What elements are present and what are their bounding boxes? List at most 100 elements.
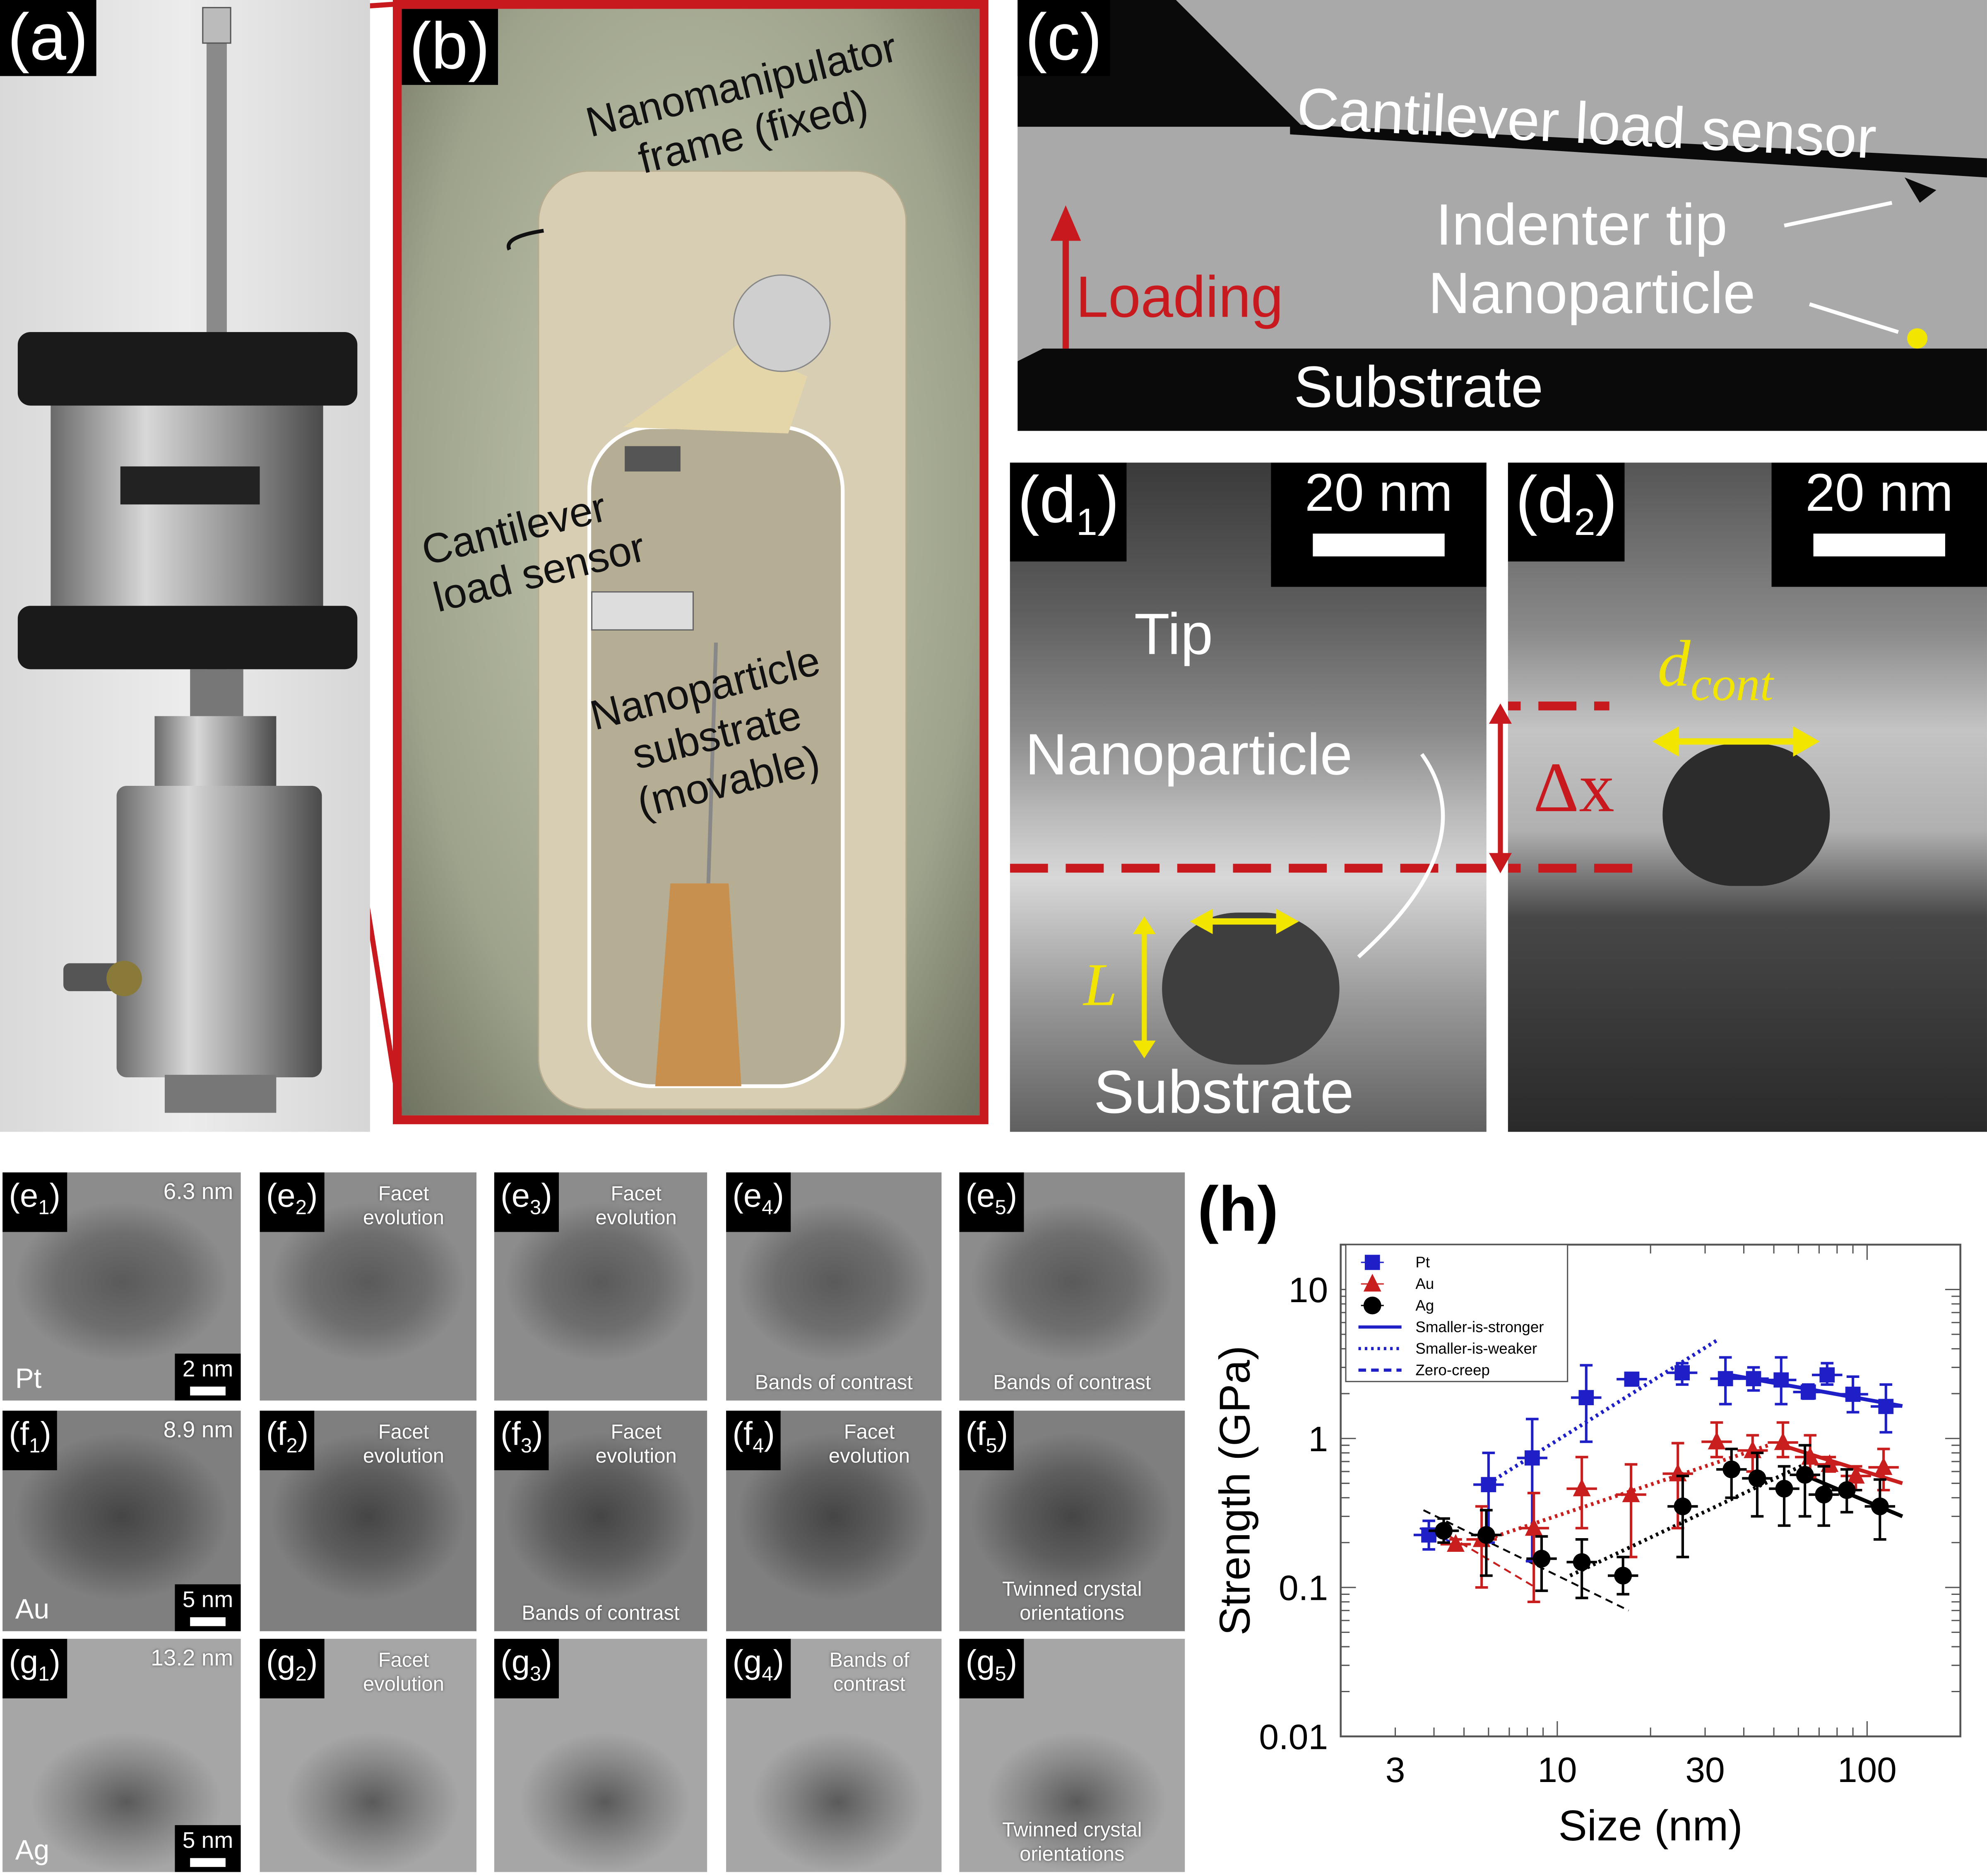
data-point-au [1525, 1518, 1543, 1536]
nanomanipulator-frame-illustration [507, 170, 907, 1110]
dcont-symbol: d [1657, 629, 1691, 701]
label-letter: g [277, 1642, 296, 1681]
scale-bar: 5 nm [175, 1584, 241, 1631]
panel-label-f4: (f4) [726, 1411, 782, 1470]
data-point-ag [1815, 1486, 1833, 1504]
element-label: Pt [15, 1362, 42, 1394]
data-point-pt [1878, 1399, 1894, 1414]
tip-label: Tip [1134, 601, 1213, 667]
nanoparticle-label: Nanoparticle [1025, 721, 1353, 787]
data-point-ag [1674, 1497, 1692, 1515]
panel-label-e3: (e3) [494, 1172, 559, 1232]
particle-size-label: 13.2 nm [151, 1645, 233, 1671]
legend-entry: Au [1415, 1275, 1434, 1292]
label-subscript: 2 [1574, 502, 1595, 544]
label-subscript: 4 [762, 1197, 773, 1219]
data-point-au [1669, 1463, 1687, 1481]
label-subscript: 2 [295, 1664, 307, 1686]
bottom-annotation: Bands of contrast [755, 1373, 913, 1394]
panel-label-e4: (e4) [726, 1172, 791, 1232]
data-point-pt [1773, 1372, 1789, 1388]
label-letter: g [977, 1642, 995, 1681]
contact-diameter-label: dcont [1657, 627, 1773, 713]
legend-entry: Ag [1415, 1297, 1434, 1314]
label-letter: e [277, 1176, 296, 1214]
scale-bar-line [190, 1386, 226, 1396]
data-point-au [1847, 1466, 1865, 1484]
label-subscript: 4 [753, 1436, 764, 1458]
particle-size-label: 6.3 nm [163, 1178, 233, 1204]
label-subscript: 3 [530, 1197, 541, 1219]
panel-label-g1: (g1) [2, 1639, 67, 1699]
label-letter: f [743, 1414, 753, 1453]
tem-holder-illustration [17, 7, 358, 1113]
tem-tile-g3: (g3) [494, 1639, 707, 1872]
legend-marker [1364, 1255, 1380, 1270]
substrate-label: Substrate [1294, 354, 1544, 420]
element-label: Ag [15, 1834, 50, 1866]
scale-bar: 20 nm [1771, 462, 1987, 587]
particle-size-label: 8.9 nm [163, 1417, 233, 1443]
data-point-pt [1746, 1371, 1761, 1387]
scale-bar-label: 2 nm [182, 1356, 233, 1382]
dcont-subscript: cont [1690, 658, 1773, 712]
indenter-tip-label: Indenter tip [1436, 191, 1727, 258]
label-letter: g [511, 1642, 530, 1681]
label-letter: d [1039, 464, 1076, 537]
facet-annotation: Facet evolution [595, 1422, 677, 1468]
x-tick-label: 100 [1838, 1750, 1897, 1790]
y-tick-label: 0.1 [1279, 1568, 1328, 1608]
label-subscript: 1 [1076, 502, 1097, 544]
label-subscript: 1 [38, 1197, 50, 1219]
fit-line-ag-smaller-is-weaker [1569, 1464, 1804, 1577]
facet-annotation: Facet evolution [595, 1184, 677, 1230]
panel-label-g5: (g5) [959, 1639, 1024, 1699]
label-subscript: 4 [762, 1664, 773, 1686]
nanoparticle-label: Nanoparticle [1428, 260, 1756, 326]
y-tick-label: 1 [1308, 1419, 1328, 1459]
data-point-pt [1718, 1371, 1733, 1387]
facet-annotation: Facet evolution [363, 1422, 444, 1468]
data-point-pt [1524, 1450, 1540, 1466]
label-letter: e [511, 1176, 530, 1214]
panel-label-e5: (e5) [959, 1172, 1024, 1232]
tem-tile-f5: (f5)Twinned crystal orientations [959, 1411, 1185, 1631]
label-subscript: 3 [520, 1436, 532, 1458]
label-letter: e [19, 1176, 38, 1214]
nanoparticle-shape [1162, 913, 1340, 1065]
x-tick-label: 10 [1537, 1750, 1577, 1790]
panel-label-f2: (f2) [260, 1411, 315, 1470]
label-subscript: 5 [995, 1664, 1006, 1686]
tem-tile-e4: (e4) Bands of contrast [726, 1172, 942, 1401]
data-point-ag [1722, 1460, 1741, 1479]
d2-annotations [1508, 701, 1820, 873]
label-letter: e [743, 1176, 762, 1214]
label-subscript: 1 [38, 1664, 50, 1686]
tem-tile-g1: (g1) 13.2 nm Ag 5 nm [2, 1639, 241, 1872]
scale-bar-line [190, 1617, 226, 1626]
d1-annotations [1010, 753, 1487, 1059]
substrate-label: Substrate [1093, 1060, 1354, 1127]
panel-a-holder-photo: (a) [0, 0, 370, 1132]
x-tick-label: 30 [1685, 1750, 1725, 1790]
facet-annotation: Bands of contrast [829, 1650, 909, 1696]
data-point-ag [1838, 1481, 1856, 1499]
legend-entry: Zero-creep [1415, 1361, 1490, 1378]
panel-b-frame-photo: (b) Nanomanipulator frame (fixed) Cantil… [392, 0, 989, 1125]
data-point-au [1447, 1534, 1465, 1552]
panel-label-e2: (e2) [260, 1172, 324, 1232]
legend-box [1345, 1244, 1568, 1382]
legend-entry: Smaller-is-stronger [1415, 1318, 1544, 1335]
panel-label-g2: (g2) [260, 1639, 324, 1699]
dx-arrow-span [1472, 701, 1512, 874]
legend-marker [1363, 1296, 1381, 1315]
label-subscript: 3 [530, 1664, 541, 1686]
data-point-ag [1573, 1553, 1591, 1571]
label-letter: f [277, 1414, 286, 1453]
label-letter: f [511, 1414, 521, 1453]
data-point-ag [1775, 1480, 1793, 1498]
scale-bar-label: 5 nm [182, 1828, 233, 1853]
